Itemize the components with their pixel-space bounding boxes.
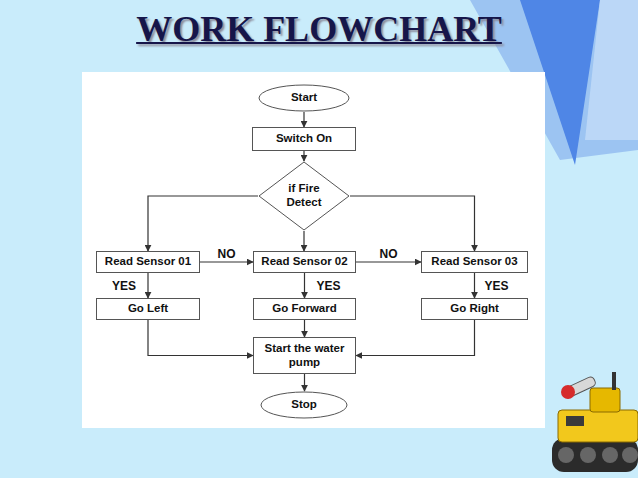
flow-arrow <box>304 320 305 337</box>
process-box: Read Sensor 03 <box>421 251 528 273</box>
node-text: Start the water pump <box>258 342 351 370</box>
edge-label: NO <box>218 247 236 261</box>
flow-arrow <box>200 261 253 262</box>
robot-nozzle-tip <box>561 385 575 399</box>
node-text-group: Start the water pump <box>258 342 351 370</box>
oval-shape <box>259 85 349 111</box>
robot-wheel <box>558 447 574 463</box>
process-box: Switch On <box>252 127 356 151</box>
robot-antenna <box>612 372 616 390</box>
robot-panel <box>566 416 584 426</box>
robot-turret <box>590 388 620 412</box>
node-text-group: Start <box>291 91 317 105</box>
node-text: Go Left <box>128 302 168 316</box>
node-text: Read Sensor 01 <box>105 255 191 269</box>
node-text: Stop <box>291 398 317 412</box>
process-box: Go Right <box>421 298 528 320</box>
node-text-group: Go Forward <box>272 302 337 316</box>
node-text-group: if Fire Detect <box>280 182 328 210</box>
flow-arrow <box>148 320 253 356</box>
node-text: Start <box>291 91 317 105</box>
oval-shape <box>261 392 347 418</box>
process-box: Start the water pump <box>253 337 356 374</box>
terminal-oval: Stop <box>260 391 348 419</box>
node-text: Read Sensor 02 <box>261 255 347 269</box>
slide-title: WORK FLOWCHART <box>0 8 638 50</box>
flow-arrow <box>303 151 304 161</box>
edge-label: NO <box>380 247 398 261</box>
edge-label: YES <box>484 279 508 293</box>
diamond-shape <box>259 162 349 230</box>
process-box: Read Sensor 02 <box>253 251 356 273</box>
node-text-group: Go Left <box>128 302 168 316</box>
process-box: Go Forward <box>253 298 356 320</box>
node-text: Switch On <box>276 132 332 146</box>
robot-body <box>558 410 638 442</box>
flow-arrow <box>148 196 258 251</box>
edge-label: YES <box>316 279 340 293</box>
robot-wheel <box>602 447 618 463</box>
flow-arrow <box>304 374 305 391</box>
node-text-group: Switch On <box>276 132 332 146</box>
decor-triangle <box>585 0 638 140</box>
node-text: Go Right <box>450 302 499 316</box>
flow-arrow <box>474 273 475 298</box>
flow-arrow <box>147 273 148 298</box>
node-text: Go Forward <box>272 302 337 316</box>
flow-arrow <box>303 112 304 127</box>
edge-label: YES <box>112 279 136 293</box>
node-text-group: Stop <box>291 398 317 412</box>
flow-arrow <box>356 261 421 262</box>
node-text-group: Read Sensor 03 <box>431 255 517 269</box>
process-box: Read Sensor 01 <box>96 251 200 273</box>
terminal-oval: Start <box>258 84 350 112</box>
flow-arrow <box>350 196 475 251</box>
flow-arrow <box>303 231 304 251</box>
robot-track <box>552 438 638 472</box>
robot-nozzle <box>562 376 597 399</box>
node-text-group: Read Sensor 01 <box>105 255 191 269</box>
node-text: Read Sensor 03 <box>431 255 517 269</box>
node-text-group: Go Right <box>450 302 499 316</box>
flow-arrow <box>356 320 475 356</box>
white-panel <box>82 72 545 428</box>
robot-wheel <box>580 447 596 463</box>
flow-arrow <box>304 273 305 298</box>
node-text: if Fire Detect <box>280 182 328 210</box>
robot-wheel <box>622 447 638 463</box>
process-box: Go Left <box>96 298 200 320</box>
decision-diamond: if Fire Detect <box>258 161 350 231</box>
node-text-group: Read Sensor 02 <box>261 255 347 269</box>
